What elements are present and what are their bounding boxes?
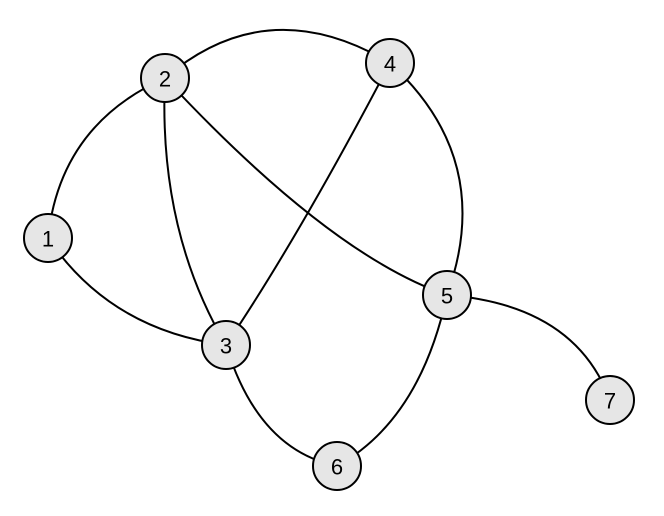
edge-2-3 — [163, 77, 227, 346]
edge-2-5 — [164, 77, 448, 296]
node-6: 6 — [312, 441, 362, 491]
edge-3-4 — [225, 62, 391, 346]
edge-2-4 — [164, 28, 391, 79]
node-3: 3 — [201, 320, 251, 370]
node-2-circle — [140, 53, 190, 103]
node-5-circle — [422, 270, 472, 320]
node-5-label: 5 — [441, 284, 453, 309]
edge-5-7 — [446, 294, 611, 401]
node-3-label: 3 — [220, 334, 232, 359]
edge-1-3 — [47, 237, 227, 346]
edge-1-2 — [47, 77, 166, 239]
nodes: 1 2 3 4 5 6 7 — [23, 38, 635, 491]
edge-5-6 — [336, 294, 448, 467]
node-4: 4 — [365, 38, 415, 88]
node-3-circle — [201, 320, 251, 370]
node-7-label: 7 — [604, 389, 616, 414]
node-1: 1 — [23, 213, 73, 263]
node-7-circle — [585, 375, 635, 425]
edge-4-5 — [389, 62, 464, 296]
node-1-circle — [23, 213, 73, 263]
node-1-label: 1 — [42, 227, 54, 252]
node-6-circle — [312, 441, 362, 491]
node-2-label: 2 — [159, 67, 171, 92]
node-5: 5 — [422, 270, 472, 320]
edges — [47, 28, 611, 467]
node-2: 2 — [140, 53, 190, 103]
node-4-label: 4 — [384, 52, 396, 77]
node-6-label: 6 — [331, 455, 343, 480]
node-4-circle — [365, 38, 415, 88]
node-7: 7 — [585, 375, 635, 425]
